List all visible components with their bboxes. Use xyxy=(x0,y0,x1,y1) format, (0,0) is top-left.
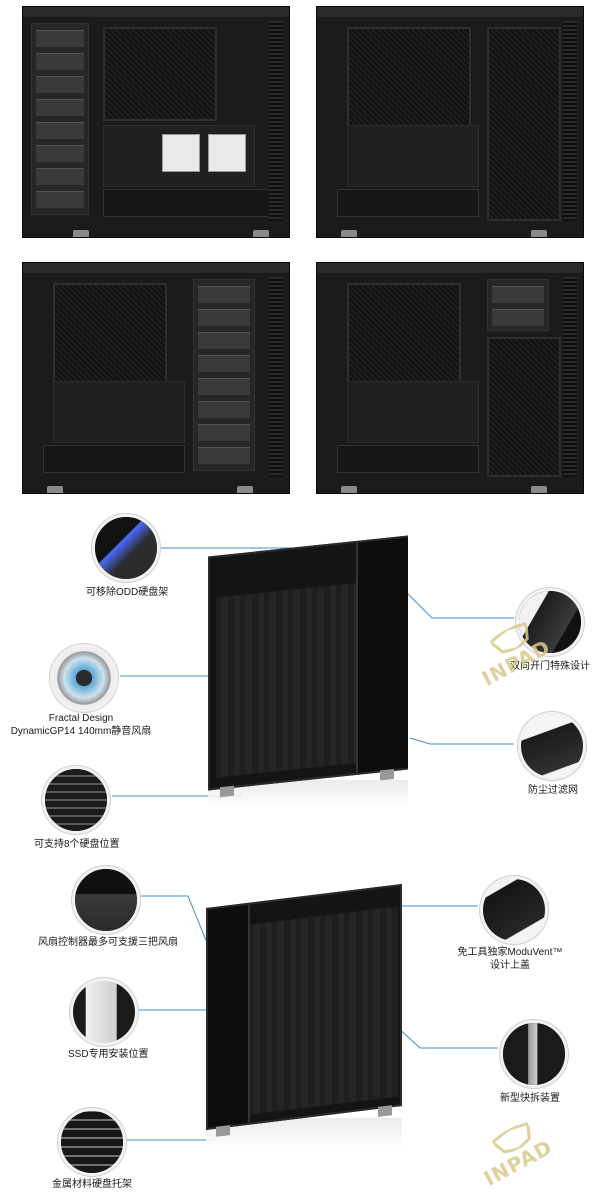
callout-fan xyxy=(50,644,118,712)
case-photo-1 xyxy=(22,6,290,238)
moduvent-line2: 设计上盖 xyxy=(490,960,530,971)
drive-cage xyxy=(31,23,89,215)
inpad-emblem-icon xyxy=(490,1121,531,1154)
features-section-1: 可移除ODD硬盘架 Fractal Design DynamicGP14 140… xyxy=(0,500,600,850)
motherboard-tray xyxy=(103,125,255,187)
psu-shroud xyxy=(337,445,479,473)
watermark: INPAD xyxy=(468,615,555,691)
side-mesh xyxy=(487,337,561,477)
top-rail xyxy=(317,263,583,273)
top-rail xyxy=(23,263,289,273)
callout-filter xyxy=(518,712,586,780)
label-metal-tray: 金属材料硬盘托架 xyxy=(52,1179,132,1190)
callout-door xyxy=(516,588,584,656)
case-photo-2 xyxy=(316,6,584,238)
label-moduvent: 免工具独家ModuVent™ 设计上盖 xyxy=(440,946,580,972)
drive-cage xyxy=(193,279,255,471)
label-filter: 防尘过滤网 xyxy=(528,785,578,796)
front-vent xyxy=(563,277,577,477)
ssd-bracket xyxy=(162,134,200,172)
callout-quick-release xyxy=(500,1020,568,1088)
front-vent xyxy=(269,21,283,221)
psu-shroud xyxy=(103,189,275,217)
features-section-2: 风扇控制器最多可支援三把风扇 SSD专用安装位置 金属材料硬盘托架 免工具独家M… xyxy=(0,860,600,1200)
callout-moduvent xyxy=(480,876,548,944)
callout-fan-controller xyxy=(72,866,140,934)
front-panel xyxy=(356,537,408,773)
top-rail xyxy=(23,7,289,17)
psu-shroud xyxy=(43,445,185,473)
case-photo-gallery xyxy=(0,0,600,500)
case-photo-4 xyxy=(316,262,584,494)
fan-model: DynamicGP14 140mm静音风扇 xyxy=(10,726,152,737)
drive-cage-small xyxy=(487,279,549,331)
case-interior xyxy=(216,582,356,778)
moduvent-line1: 免工具独家ModuVent™ xyxy=(457,947,563,958)
motherboard-tray xyxy=(347,125,479,187)
label-hdd-bays: 可支持8个硬盘位置 xyxy=(34,839,120,850)
ssd-bracket xyxy=(208,134,246,172)
case-photo-3 xyxy=(22,262,290,494)
callout-hdd-bays xyxy=(42,766,110,834)
label-door: 双向开门特殊设计 xyxy=(510,661,590,672)
case-interior xyxy=(248,906,398,1115)
label-fan-controller: 风扇控制器最多可支援三把风扇 xyxy=(38,937,178,948)
front-vent xyxy=(563,21,577,221)
label-ssd-mount: SSD专用安装位置 xyxy=(68,1049,149,1060)
callout-ssd-mount xyxy=(70,978,138,1046)
label-quick-release: 新型快拆装置 xyxy=(500,1093,560,1104)
side-mesh xyxy=(487,27,561,221)
rear-panel xyxy=(208,904,250,1128)
fan-mesh xyxy=(347,283,461,387)
product-case xyxy=(208,535,408,798)
psu-shroud xyxy=(337,189,479,217)
callout-metal-tray xyxy=(58,1108,126,1176)
callout-odd-cage xyxy=(92,514,160,582)
motherboard-tray xyxy=(347,381,479,443)
label-fan: Fractal Design DynamicGP14 140mm静音风扇 xyxy=(10,712,152,738)
front-vent xyxy=(269,277,283,477)
watermark: INPAD xyxy=(470,1115,557,1191)
product-case-rear xyxy=(206,883,402,1137)
fan-mesh xyxy=(103,27,217,121)
motherboard-tray xyxy=(53,381,185,443)
label-odd-cage: 可移除ODD硬盘架 xyxy=(86,587,169,598)
fan-mesh xyxy=(53,283,167,387)
inpad-emblem-icon xyxy=(488,621,529,654)
fan-mesh xyxy=(347,27,471,131)
fan-brand: Fractal Design xyxy=(48,713,114,724)
top-rail xyxy=(317,7,583,17)
